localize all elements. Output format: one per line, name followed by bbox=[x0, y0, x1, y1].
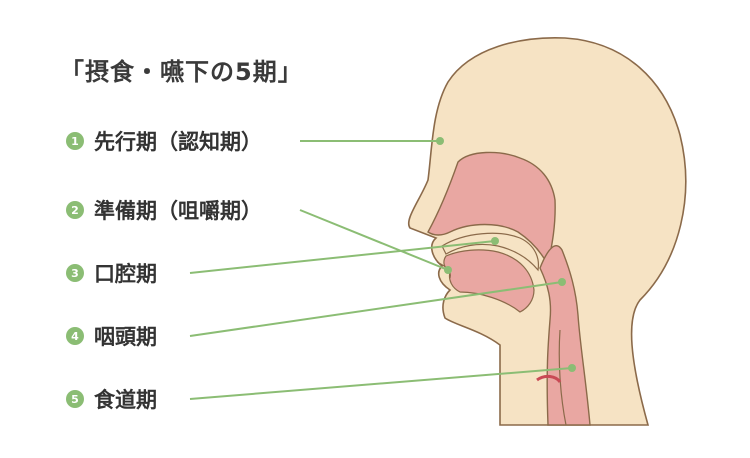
stage-label-text: 口腔期 bbox=[94, 262, 157, 286]
stage-number-badge: 1 bbox=[66, 132, 84, 150]
diagram-title: 「摂食・嚥下の5期」 bbox=[60, 58, 303, 86]
stage-label-text: 咽頭期 bbox=[94, 325, 157, 349]
leader-line-5 bbox=[189, 367, 573, 400]
leader-lines bbox=[189, 140, 573, 400]
leader-dot-3 bbox=[491, 237, 499, 245]
stage-number-badge: 2 bbox=[66, 201, 84, 219]
stage-label-2: 2 準備期（咀嚼期） bbox=[66, 195, 262, 225]
stage-label-text: 食道期 bbox=[94, 388, 157, 412]
stage-label-4: 4 咽頭期 bbox=[66, 321, 157, 351]
food-bolus bbox=[536, 374, 562, 383]
leader-dot-1 bbox=[436, 137, 444, 145]
pharynx-esophagus bbox=[539, 245, 591, 426]
leader-line-2 bbox=[299, 209, 449, 271]
palate bbox=[441, 232, 540, 272]
leader-dot-2 bbox=[444, 266, 452, 274]
stage-number-badge: 3 bbox=[66, 264, 84, 282]
leader-line-4 bbox=[189, 281, 563, 337]
trachea-wall bbox=[558, 329, 567, 426]
stage-label-text: 準備期（咀嚼期） bbox=[94, 199, 262, 223]
leader-line-3 bbox=[189, 240, 496, 274]
nasal-cavity bbox=[427, 151, 556, 268]
leader-dots bbox=[436, 137, 576, 372]
stage-label-5: 5 食道期 bbox=[66, 384, 157, 414]
leader-dot-5 bbox=[568, 364, 576, 372]
stage-label-text: 先行期（認知期） bbox=[94, 130, 262, 154]
stage-label-3: 3 口腔期 bbox=[66, 258, 157, 288]
stage-label-1: 1 先行期（認知期） bbox=[66, 126, 262, 156]
leader-dot-4 bbox=[558, 278, 566, 286]
stage-number-badge: 4 bbox=[66, 327, 84, 345]
stage-number-badge: 5 bbox=[66, 390, 84, 408]
